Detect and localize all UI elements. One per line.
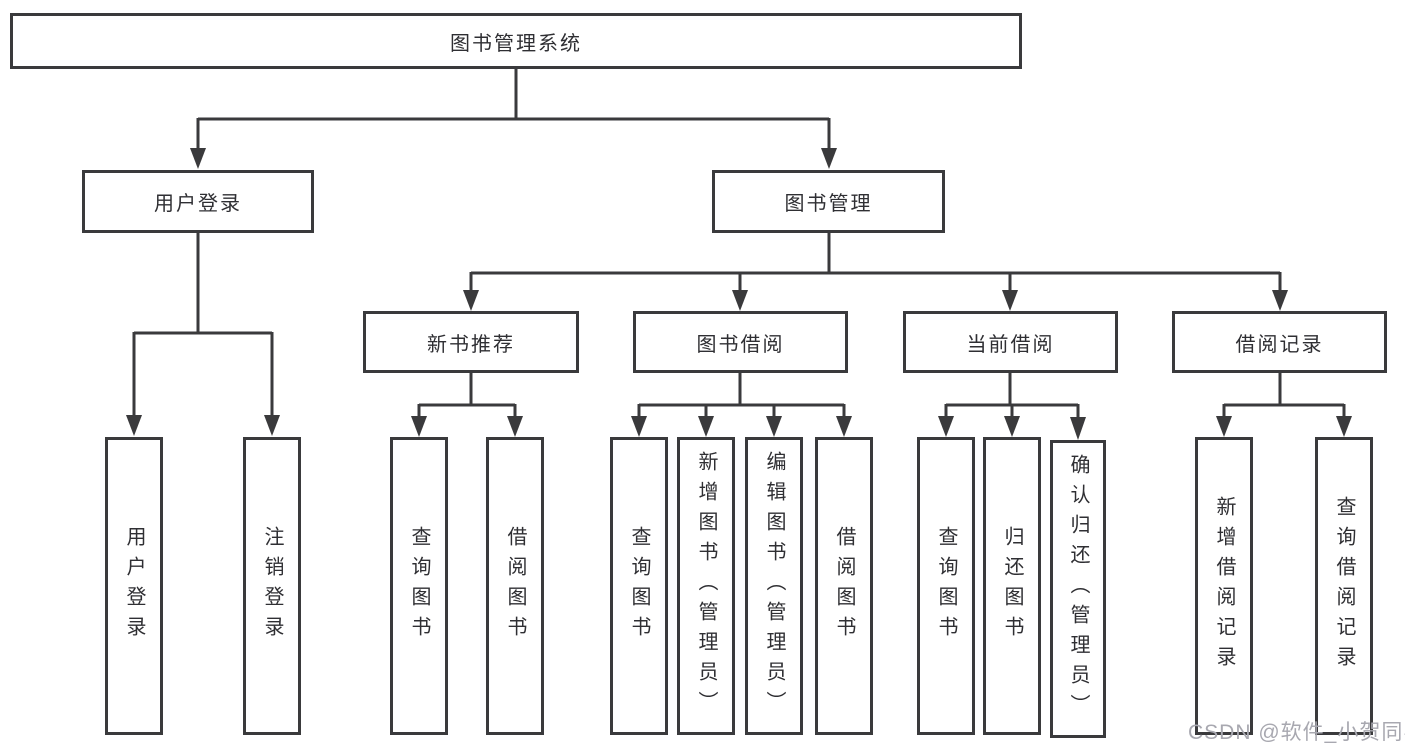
- node-book-borrowing-label: 图书借阅: [696, 333, 785, 356]
- node-library-system: 图书管理系统: [10, 13, 1022, 69]
- leaf-add-books-admin-label: 新增图书（管理员）: [695, 451, 717, 721]
- node-book-management: 图书管理: [712, 170, 945, 233]
- node-new-book-recommend: 新书推荐: [363, 311, 579, 373]
- leaf-confirm-return-admin: 确认归还（管理员）: [1050, 440, 1106, 738]
- leaf-user-login: 用户登录: [105, 437, 163, 735]
- leaf-confirm-return-admin-label: 确认归还（管理员）: [1067, 454, 1089, 724]
- leaf-current-query-books-label: 查询图书: [935, 526, 957, 646]
- connector-book-management-to-level2: [463, 233, 1288, 311]
- node-current-borrowing: 当前借阅: [903, 311, 1118, 373]
- leaf-recommend-borrow-books-label: 借阅图书: [504, 526, 526, 646]
- leaf-logout: 注销登录: [243, 437, 301, 735]
- connector-current-borrowing-to-leaves: [938, 373, 1086, 440]
- connector-root-to-level1: [190, 69, 837, 169]
- leaf-logout-label: 注销登录: [261, 526, 283, 646]
- leaf-add-borrow-record: 新增借阅记录: [1195, 437, 1253, 735]
- leaf-recommend-query-books: 查询图书: [390, 437, 448, 735]
- leaf-borrowing-borrow-books-label: 借阅图书: [833, 526, 855, 646]
- connector-new-book-recommend-to-leaves: [411, 373, 523, 437]
- leaf-edit-books-admin: 编辑图书（管理员）: [745, 437, 803, 735]
- node-user-login-label: 用户登录: [154, 193, 242, 215]
- node-borrowing-records-label: 借阅记录: [1235, 333, 1324, 356]
- node-user-login: 用户登录: [82, 170, 314, 233]
- node-borrowing-records: 借阅记录: [1172, 311, 1387, 373]
- node-new-book-recommend-label: 新书推荐: [427, 333, 515, 356]
- leaf-borrowing-query-books-label: 查询图书: [628, 526, 650, 646]
- csdn-watermark: CSDN @软件_小贺同学: [1188, 721, 1405, 744]
- leaf-add-borrow-record-label: 新增借阅记录: [1213, 496, 1235, 676]
- leaf-query-borrow-record: 查询借阅记录: [1315, 437, 1373, 735]
- node-library-system-label: 图书管理系统: [450, 32, 582, 55]
- leaf-query-borrow-record-label: 查询借阅记录: [1333, 496, 1355, 676]
- node-current-borrowing-label: 当前借阅: [966, 333, 1055, 356]
- leaf-borrowing-borrow-books: 借阅图书: [815, 437, 873, 735]
- leaf-return-books: 归还图书: [983, 437, 1041, 735]
- leaf-current-query-books: 查询图书: [917, 437, 975, 735]
- leaf-add-books-admin: 新增图书（管理员）: [677, 437, 735, 735]
- leaf-edit-books-admin-label: 编辑图书（管理员）: [763, 451, 785, 721]
- leaf-user-login-label: 用户登录: [123, 526, 145, 646]
- node-book-borrowing: 图书借阅: [633, 311, 848, 373]
- leaf-recommend-borrow-books: 借阅图书: [486, 437, 544, 735]
- node-book-management-label: 图书管理: [784, 193, 873, 215]
- leaf-return-books-label: 归还图书: [1001, 526, 1023, 646]
- connector-borrowing-records-to-leaves: [1216, 373, 1352, 437]
- leaf-recommend-query-books-label: 查询图书: [408, 526, 430, 646]
- leaf-borrowing-query-books: 查询图书: [610, 437, 668, 735]
- connector-user-login-to-leaves: [126, 233, 280, 436]
- connector-book-borrowing-to-leaves: [631, 373, 852, 437]
